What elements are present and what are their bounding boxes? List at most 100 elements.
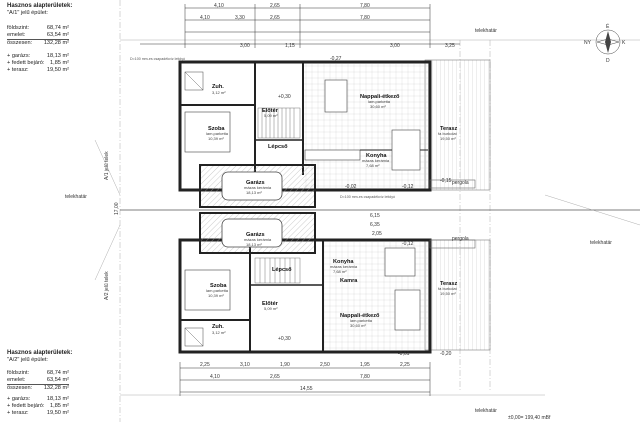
room-area: 18,13 m² bbox=[246, 190, 262, 195]
level-label: +0,30 bbox=[278, 94, 291, 100]
room-name: Terasz bbox=[440, 281, 458, 287]
room-name: Lépcső bbox=[272, 267, 292, 273]
kitchen-counter bbox=[304, 149, 361, 161]
area-row: földszint:68,74 m² bbox=[7, 370, 69, 376]
area-row: + garázs:18,13 m² bbox=[7, 396, 69, 402]
boundary-label: telekhatár bbox=[475, 28, 497, 34]
boundary-label: telekhatár bbox=[65, 194, 87, 200]
dim-label: 2,50 bbox=[320, 362, 330, 368]
drain-note: D=100 mm-es csapadékvíz lefolyó bbox=[130, 57, 185, 61]
room-area: 7,68 m² bbox=[333, 269, 347, 274]
room-labels-a2: Garázs mázas kerámia 18,13 m² Szoba lam.… bbox=[206, 232, 458, 335]
area-summary-subtitle: "A/2" jelű épület: bbox=[7, 357, 48, 363]
dim-label: 3,00 bbox=[240, 43, 250, 49]
room-area: 5,09 m² bbox=[264, 306, 278, 311]
room-name: Lépcső bbox=[268, 144, 288, 150]
room-area: 10,39 m² bbox=[208, 136, 224, 141]
area-summary-subtitle: "A/1" jelű épület: bbox=[7, 10, 48, 16]
level-label: -0,12 bbox=[402, 184, 414, 190]
compass-e: K bbox=[622, 40, 626, 46]
elevation-note: ±0,00= 199,40 mBf bbox=[508, 415, 551, 421]
area-summary-a1: Hasznos alapterületek: "A/1" jelű épület… bbox=[7, 3, 72, 74]
boundary-label: telekhatár bbox=[475, 408, 497, 414]
compass-n: É bbox=[606, 23, 610, 30]
area-summary-title: Hasznos alapterületek: bbox=[7, 350, 73, 356]
dim-label: 2,25 bbox=[200, 362, 210, 368]
level-label: -0,12 bbox=[402, 241, 414, 247]
room-area: 19,50 m² bbox=[440, 291, 456, 296]
room-sub: lam.parketta bbox=[350, 318, 373, 323]
area-row: összesen:132,28 m² bbox=[7, 384, 69, 391]
room-area: 3,12 m² bbox=[212, 330, 226, 335]
level-label: +0,30 bbox=[278, 336, 291, 342]
dim-label: 2,25 bbox=[400, 362, 410, 368]
drain-note: D=100 mm-es csapadékvíz lefolyó bbox=[340, 195, 395, 199]
pergola-label: pergola bbox=[452, 180, 469, 186]
room-sub: lam.parketta bbox=[368, 99, 391, 104]
room-area: 7,68 m² bbox=[366, 163, 380, 168]
area-row: + fedett bejáró:1,85 m² bbox=[7, 403, 69, 409]
compass-icon: É K D NY bbox=[584, 23, 626, 64]
dim-label: 1,15 bbox=[285, 43, 295, 49]
dim-label: 3,25 bbox=[445, 43, 455, 49]
room-name: Garázs bbox=[246, 232, 265, 238]
stair-a1 bbox=[257, 107, 301, 139]
room-name: Zuh. bbox=[212, 84, 224, 90]
level-label: -0,20 bbox=[440, 351, 452, 357]
compass-s: D bbox=[606, 58, 610, 64]
area-row: földszint:68,74 m² bbox=[7, 25, 69, 31]
room-name: Garázs bbox=[246, 180, 265, 186]
room-sub: mázas kerámia bbox=[244, 185, 272, 190]
room-name: Szoba bbox=[210, 283, 227, 289]
area-row: + terasz:19,50 m² bbox=[7, 410, 69, 416]
dim-label: 3,10 bbox=[240, 362, 250, 368]
bed bbox=[184, 111, 231, 153]
level-label: -0,02 bbox=[345, 184, 357, 190]
stair-a2 bbox=[254, 257, 301, 284]
room-name: Nappali-étkező bbox=[360, 94, 400, 100]
bottom-dimension-values: 2,25 3,10 1,90 2,50 1,95 2,25 4,10 2,65 … bbox=[200, 362, 410, 392]
compass-w: NY bbox=[584, 40, 592, 46]
room-name: Szoba bbox=[208, 126, 225, 132]
room-area: 30,60 m² bbox=[350, 323, 366, 328]
room-name: Zuh. bbox=[212, 324, 224, 330]
room-area: 30,60 m² bbox=[370, 104, 386, 109]
area-row: emelet:63,54 m² bbox=[7, 32, 69, 38]
dim-label: 3,00 bbox=[390, 43, 400, 49]
dim-label: 3,30 bbox=[235, 15, 245, 21]
room-area: 19,50 m² bbox=[440, 136, 456, 141]
dim-label: 2,65 bbox=[270, 374, 280, 380]
plot-label-a2: A/2 jelű telek bbox=[104, 271, 110, 300]
dim-label: 7,80 bbox=[360, 15, 370, 21]
pergola bbox=[429, 179, 476, 189]
top-dimension-lines bbox=[140, 4, 460, 48]
car-a2 bbox=[221, 218, 283, 248]
level-markers: +0,30 -0,12 -0,15 -0,02 -0,27 -0,12 -0,6… bbox=[278, 56, 452, 357]
plot-label-a1: A/1 jelű telek bbox=[104, 151, 110, 180]
dining-table bbox=[384, 247, 416, 277]
sofa bbox=[394, 289, 421, 331]
dining-table bbox=[324, 79, 348, 113]
unit-a1 bbox=[178, 59, 491, 208]
dim-label: 6,15 bbox=[370, 213, 380, 219]
room-sub: mázas kerámia bbox=[244, 237, 272, 242]
top-dimension-values: 4,10 2,65 7,80 4,10 3,30 2,65 7,80 3,00 … bbox=[200, 3, 455, 49]
bottom-dimension-lines bbox=[179, 362, 431, 396]
room-area: 3,12 m² bbox=[212, 90, 226, 95]
terrace-area bbox=[424, 59, 491, 191]
dim-label: 6,35 bbox=[370, 222, 380, 228]
dim-label: 1,95 bbox=[360, 362, 370, 368]
dim-label: 2,05 bbox=[372, 231, 382, 237]
dim-label: 4,10 bbox=[214, 3, 224, 9]
boundary-label: telekhatár bbox=[590, 240, 612, 246]
dim-label: 2,65 bbox=[270, 15, 280, 21]
dim-label: 2,65 bbox=[270, 3, 280, 9]
room-sub: mázas kerámia bbox=[362, 158, 390, 163]
side-labels: A/1 jelű telek A/2 jelű telek telekhatár… bbox=[65, 28, 612, 414]
pergola-label: pergola bbox=[452, 236, 469, 242]
area-summary-title: Hasznos alapterületek: bbox=[7, 3, 73, 9]
room-name: Konyha bbox=[366, 153, 387, 159]
area-row: + garázs:18,13 m² bbox=[7, 53, 69, 59]
pergola bbox=[429, 239, 476, 249]
